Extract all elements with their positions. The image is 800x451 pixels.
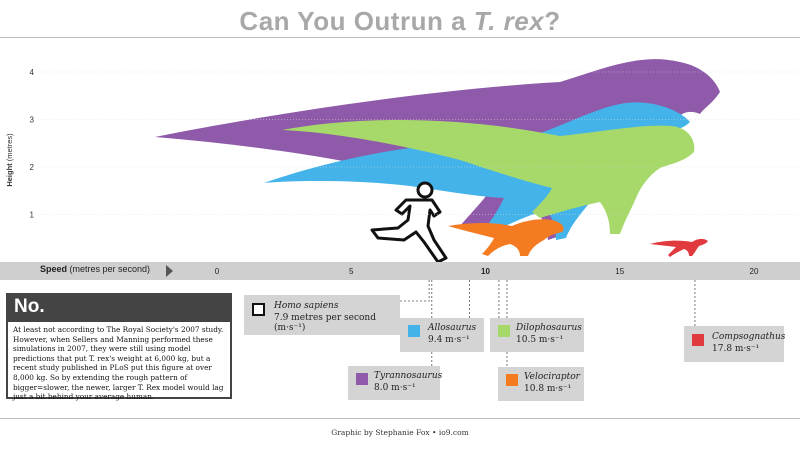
velociraptor-swatch (506, 374, 518, 386)
dilophosaurus-silhouette (282, 119, 695, 234)
y-tick-label: 1 (30, 211, 35, 220)
homo-sapiens-name: Homo sapiens (274, 301, 339, 311)
card-compsognathus: Compsognathus 17.8 m·s⁻¹ (684, 326, 786, 362)
note-heading: No. (8, 295, 230, 322)
card-dilophosaurus: Dilophosaurus 10.5 m·s⁻¹ (490, 318, 584, 352)
dilophosaurus-swatch (498, 325, 510, 337)
allosaurus-name: Allosaurus (428, 323, 477, 333)
card-velociraptor: Velociraptor 10.8 m·s⁻¹ (498, 367, 584, 401)
velociraptor-value: 10.8 m·s⁻¹ (524, 384, 572, 394)
card-tyrannosaurus: Tyrannosaurus 8.0 m·s⁻¹ (348, 366, 443, 400)
velociraptor-silhouette (448, 219, 564, 256)
dilophosaurus-name: Dilophosaurus (516, 323, 582, 333)
note-body: At least not according to The Royal Soci… (13, 325, 224, 402)
card-homo-sapiens: Homo sapiens 7.9 metres per second (m·s⁻… (244, 295, 400, 335)
leader-line (400, 280, 430, 302)
homo-sapiens-value: 7.9 metres per second (m·s⁻¹) (274, 313, 376, 333)
y-axis: Height (metres) (5, 133, 14, 187)
speed-axis-band (0, 262, 800, 280)
tyrannosaurus-name: Tyrannosaurus (374, 371, 443, 381)
speed-arrow-icon (166, 265, 173, 277)
credit-line: Graphic by Stephanie Fox • io9.com (331, 428, 469, 437)
compsognathus-name: Compsognathus (712, 332, 786, 342)
y-tick-label: 4 (30, 68, 35, 77)
homo-sapiens-swatch (252, 303, 265, 316)
y-ticks: 1 2 3 4 (30, 68, 800, 220)
answer-note: No. At least not according to The Royal … (6, 293, 232, 401)
velociraptor-name: Velociraptor (524, 372, 580, 382)
allosaurus-value: 9.4 m·s⁻¹ (428, 335, 470, 345)
compsognathus-value: 17.8 m·s⁻¹ (712, 344, 760, 354)
y-tick-label: 3 (30, 116, 35, 125)
tyrannosaurus-value: 8.0 m·s⁻¹ (374, 383, 416, 393)
title-rule (0, 37, 800, 38)
chart-title: Can You Outrun a T. rex? (239, 6, 561, 36)
footer-rule (0, 418, 800, 419)
compsognathus-silhouette (650, 238, 708, 257)
silhouettes (155, 59, 720, 264)
speed-axis-label: Speed (metres per second) (40, 264, 151, 274)
compsognathus-swatch (692, 334, 704, 346)
y-axis-label: Height (metres) (5, 133, 14, 187)
allosaurus-swatch (408, 325, 420, 337)
tyrannosaurus-swatch (356, 373, 368, 385)
card-allosaurus: Allosaurus 9.4 m·s⁻¹ (400, 318, 484, 352)
human-runner-silhouette (370, 181, 448, 264)
y-tick-label: 2 (30, 163, 35, 172)
dilophosaurus-value: 10.5 m·s⁻¹ (516, 335, 564, 345)
